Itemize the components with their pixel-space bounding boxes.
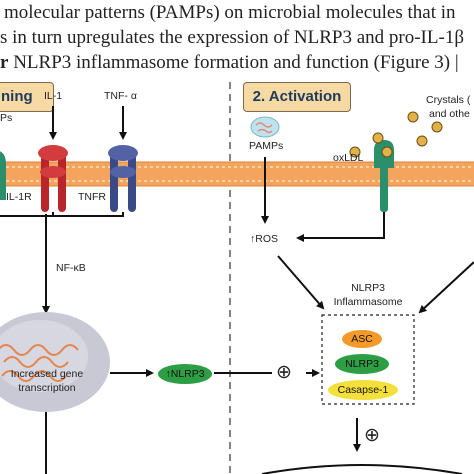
nfkb-label: NF-κB	[56, 262, 86, 274]
il1r-receptor	[38, 145, 68, 212]
il1-label: IL-1	[44, 90, 63, 102]
il1r-label: IL-1R	[6, 191, 32, 203]
inflammasome-label-line-1: NLRP3	[351, 282, 385, 294]
nlrp3-pill: NLRP3	[335, 354, 389, 374]
plus-symbol-1: ⊕	[276, 362, 292, 383]
ros-label: ↑ROS	[250, 233, 279, 245]
crystals-label-line-1: Crystals (	[426, 94, 471, 106]
caspase-1-pill: Casapse-1	[328, 380, 398, 400]
tnfa-label: TNF- α	[104, 90, 137, 102]
pamps-left-label: Ps	[0, 112, 13, 124]
plus-symbol-2: ⊕	[364, 425, 380, 446]
paragraph-line-2: s in turn upregulates the expression of …	[0, 27, 464, 48]
paragraph-line-3-text: NLRP3 inflammasome formation and functio…	[8, 52, 451, 73]
tlr-receptor-left	[0, 151, 6, 200]
receptor-signal-bracket	[0, 212, 124, 217]
arrow-oxldl-to-ros	[296, 212, 385, 242]
paragraph-line-3-bold: r	[0, 52, 9, 73]
pamps-bacterium-icon	[250, 116, 280, 138]
pro-il1b-arc	[261, 464, 463, 474]
crystals-label-line-2: and othe	[429, 108, 470, 120]
nucleus-label-line-1: Increased gene	[10, 368, 84, 380]
nucleus-label-line-2: transcription	[18, 382, 76, 394]
pamps-right-label: PAMPs	[249, 140, 284, 152]
paragraph-line-3: r NLRP3 inflammasome formation and funct…	[0, 52, 459, 74]
paragraph-line-3-tail: |	[450, 52, 459, 73]
cell-membrane	[0, 161, 474, 187]
nucleus	[0, 312, 110, 412]
arrow-crystals-to-inflammasome	[418, 261, 474, 314]
arrow-ros-to-inflammasome	[277, 255, 325, 310]
activation-panel-title: 2. Activation	[243, 82, 351, 112]
oxldl-particles	[349, 132, 393, 158]
crystal-particles	[407, 111, 443, 147]
asc-pill: ASC	[342, 330, 382, 348]
oxldl-label: oxLDL	[333, 152, 364, 164]
tnfr-receptor	[108, 145, 138, 212]
nlrp3-upregulated-pill: ↑NLRP3	[158, 364, 212, 384]
tnfr-label: TNFR	[78, 191, 106, 203]
paragraph-line-1: molecular patterns (PAMPs) on microbial …	[4, 2, 456, 23]
inflammasome-label-line-2: Inflammasome	[333, 296, 403, 308]
priming-panel-title: ning	[0, 82, 54, 112]
